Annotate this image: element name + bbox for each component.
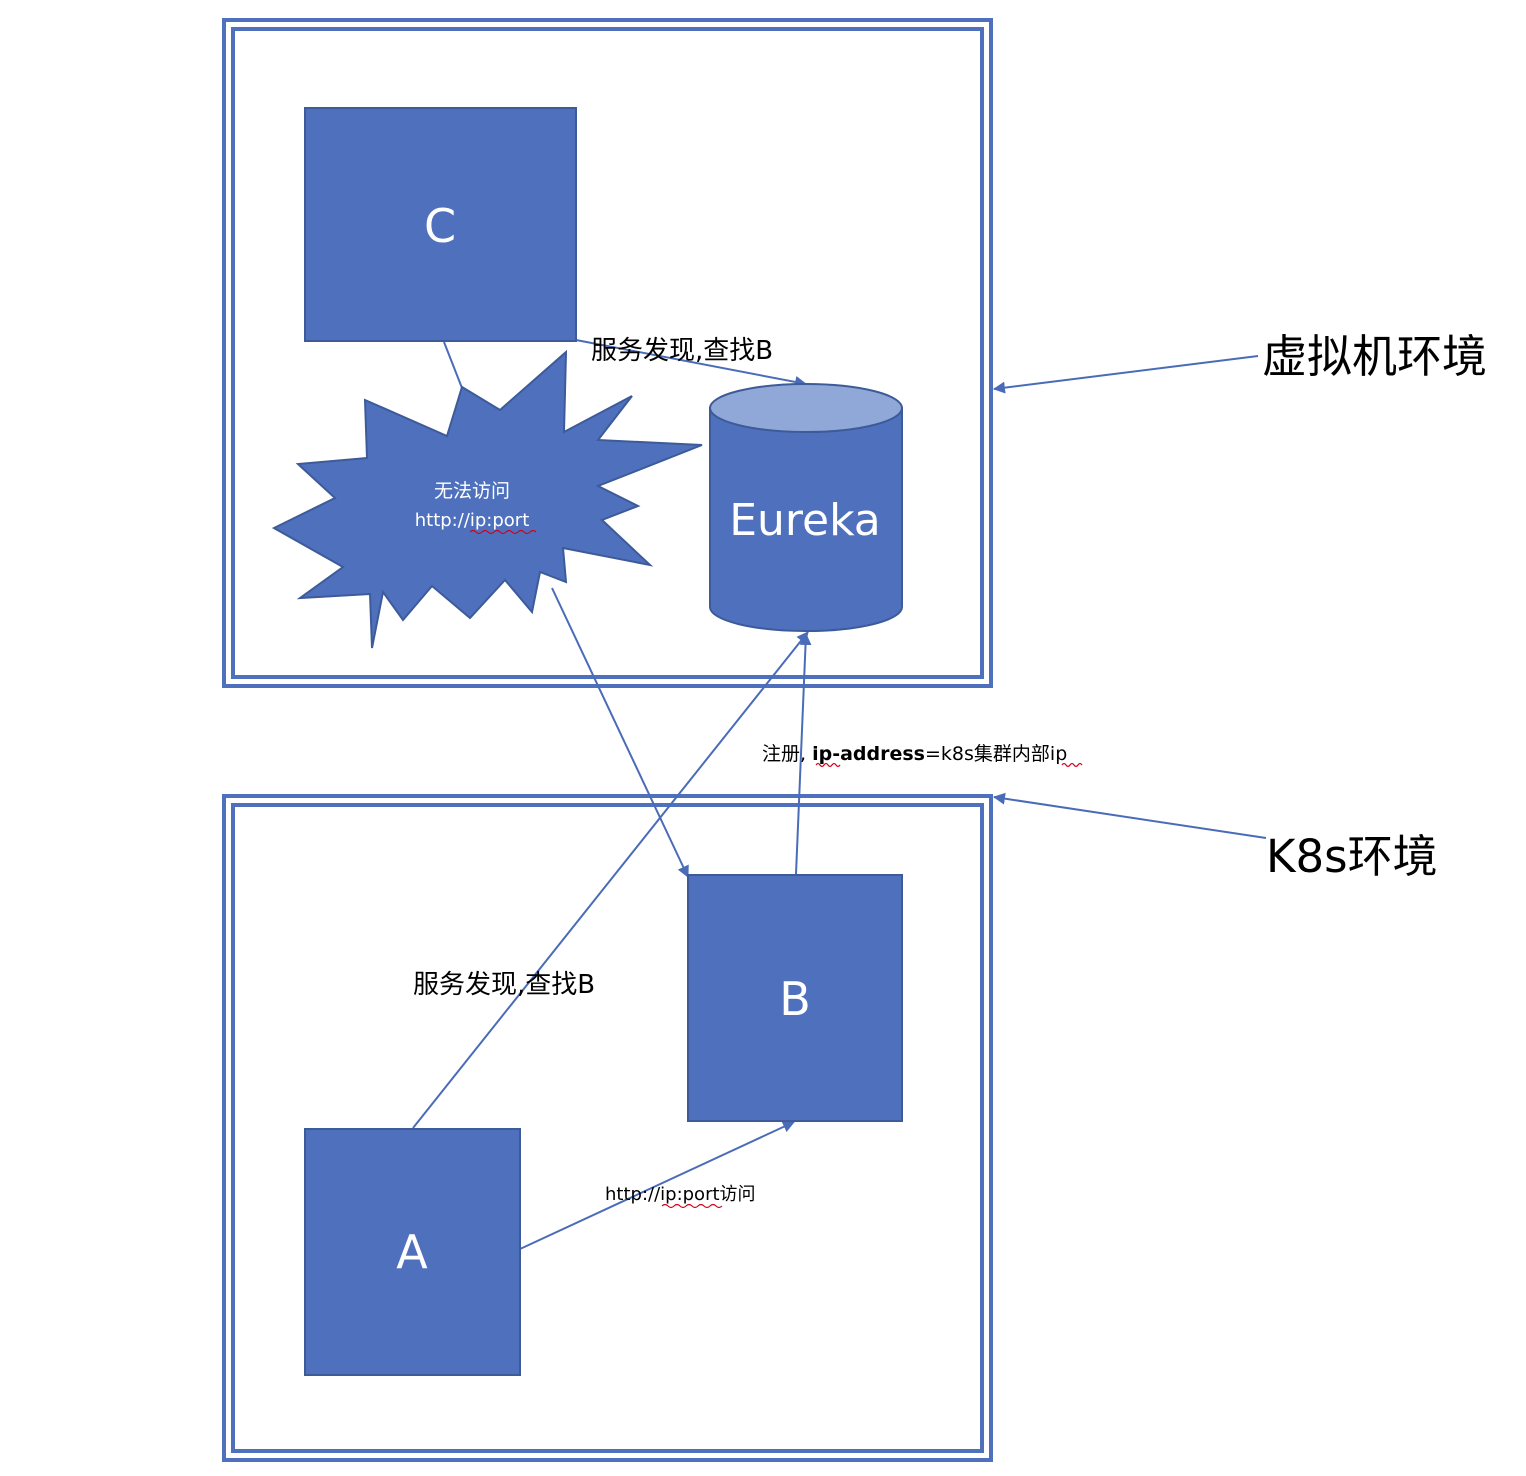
service-a-box (304, 1128, 521, 1376)
service-b-box (687, 874, 903, 1122)
eureka-registry-cylinder (709, 383, 903, 632)
a-to-eureka-arrow (412, 631, 809, 1129)
a-to-b-edge-label: http://ip:port访问 (605, 1184, 756, 1205)
a-discovery-edge-label: 服务发现,查找B (413, 970, 595, 1000)
burst-label-line2: http://ip:port (415, 510, 530, 531)
burst-to-b-arrow (551, 587, 689, 878)
c-to-eureka-arrow (575, 339, 807, 388)
vm-environment-label: 虚拟机环境 (1262, 330, 1487, 383)
b-register-key: ip-address (812, 743, 925, 765)
burst-label-line1: 无法访问 (434, 480, 510, 502)
vm-label-pointer-arrow (993, 355, 1259, 394)
b-register-suffix: =k8s集群内部ip (925, 743, 1067, 765)
register-ip-squiggle (1061, 762, 1083, 768)
k8s-environment-frame (222, 794, 993, 1462)
register-key-squiggle (815, 762, 841, 768)
b-to-eureka-arrow (795, 633, 812, 875)
a-to-b-arrow (519, 1121, 795, 1250)
c-to-burst-line (443, 341, 463, 389)
burst-spellcheck-squiggle (469, 529, 537, 535)
b-register-edge-label: 注册, ip-address=k8s集群内部ip (762, 743, 1067, 765)
service-c-box (304, 107, 577, 342)
service-b-label: B (779, 972, 811, 1026)
b-register-prefix: 注册, (762, 743, 812, 765)
eureka-label: Eureka (729, 495, 881, 546)
service-a-label: A (396, 1225, 428, 1279)
a-to-b-squiggle (661, 1203, 723, 1209)
c-discovery-edge-label: 服务发现,查找B (591, 336, 773, 366)
k8s-label-pointer-arrow (993, 792, 1267, 839)
k8s-environment-label: K8s环境 (1266, 830, 1438, 883)
vm-environment-frame (222, 18, 993, 688)
access-failure-burst (271, 349, 703, 649)
service-c-label: C (424, 199, 456, 253)
